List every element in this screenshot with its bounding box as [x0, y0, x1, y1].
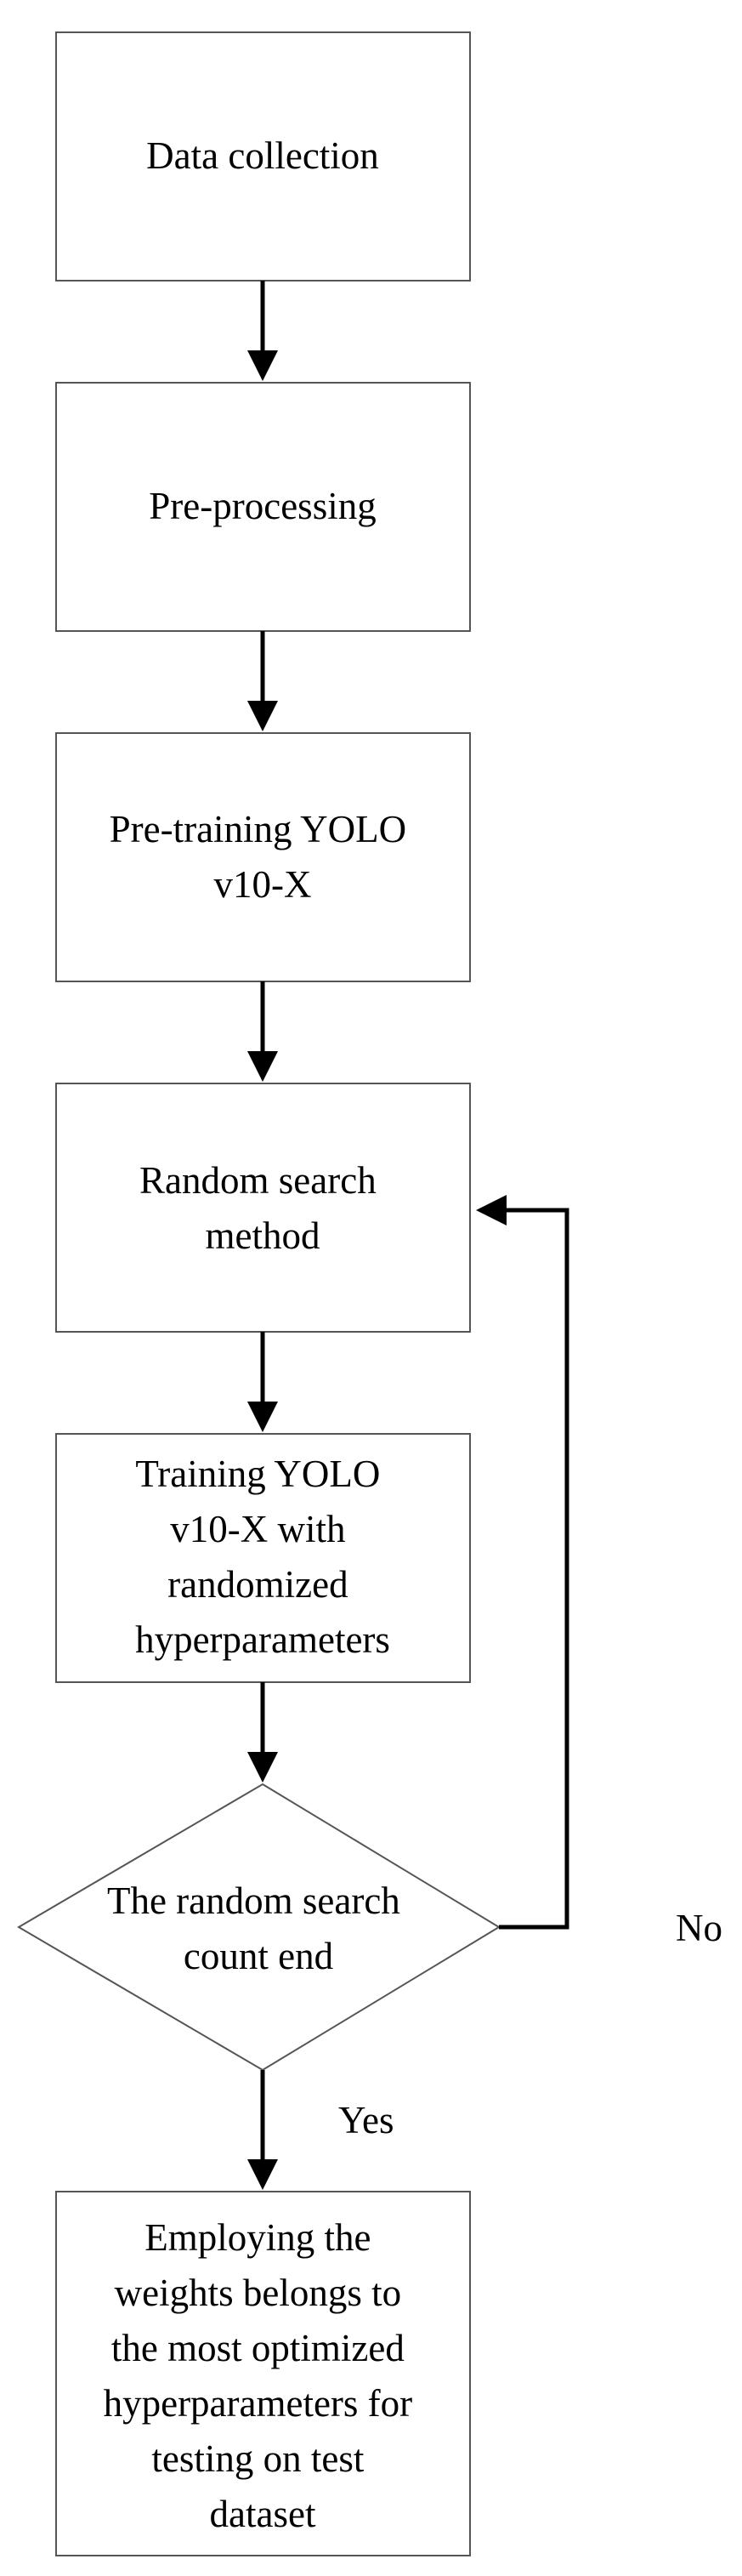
pretraining-line-2: v10-X	[214, 863, 312, 906]
data-collection-label: Data collection	[146, 134, 379, 177]
decision-diamond	[17, 1783, 501, 2072]
pretraining-line-1: Pre-training YOLO	[110, 808, 407, 850]
arrowhead	[247, 2159, 278, 2190]
training-box	[55, 1433, 471, 1683]
random-search-label: Random search method	[139, 1159, 386, 1257]
arrowhead	[247, 701, 278, 731]
data-collection-line: Data collection	[146, 134, 379, 177]
pretraining-label: Pre-training YOLO v10-X	[110, 808, 416, 906]
training-line-3: randomized	[167, 1563, 348, 1606]
edge-line	[499, 1208, 569, 1930]
employing-line-4: hyperparameters for	[104, 2382, 413, 2425]
pretraining-box	[55, 732, 471, 982]
edge-label-yes: Yes	[338, 2099, 394, 2141]
edge-label-no: No	[676, 1907, 722, 1949]
decision-line-2: count end	[184, 1935, 333, 1977]
training-label: Training YOLO v10-X with randomized hype…	[135, 1453, 390, 1661]
arrowhead	[476, 1195, 507, 1225]
training-line-4: hyperparameters	[135, 1618, 390, 1661]
arrowhead	[247, 1402, 278, 1432]
employing-line-5: testing on test	[151, 2437, 364, 2480]
data-collection-box	[55, 31, 471, 281]
random-search-line-2: method	[206, 1214, 320, 1257]
decision-line-1: The random search	[107, 1879, 400, 1922]
edge-preprocessing-to-pretraining	[247, 631, 278, 731]
training-line-1: Training YOLO	[135, 1453, 380, 1495]
edge-training-to-decision	[247, 1682, 278, 1783]
preprocessing-line: Pre-processing	[149, 485, 376, 527]
employing-line-3: the most optimized	[111, 2327, 405, 2369]
preprocessing-box	[55, 382, 471, 632]
decision-label: The random search count end	[107, 1879, 410, 1977]
employing-line-1: Employing the	[144, 2216, 371, 2259]
arrowhead	[247, 1752, 278, 1783]
edge-data-collection-to-preprocessing	[247, 281, 278, 381]
edge-decision-to-random-search	[476, 1195, 569, 1930]
preprocessing-label: Pre-processing	[149, 485, 376, 527]
training-line-2: v10-X with	[170, 1508, 345, 1550]
edge-decision-to-employing	[247, 2070, 278, 2190]
random-search-line-1: Random search	[139, 1159, 377, 1202]
arrowhead	[247, 350, 278, 381]
employing-label: Employing the weights belongs to the mos…	[104, 2216, 422, 2535]
employing-line-6: dataset	[210, 2493, 316, 2535]
employing-line-2: weights belongs to	[115, 2272, 401, 2314]
arrowhead	[247, 1051, 278, 1082]
edge-random-search-to-training	[247, 1332, 278, 1432]
employing-box	[55, 2191, 471, 2556]
edge-pretraining-to-random-search	[247, 981, 278, 1082]
random-search-box	[55, 1083, 471, 1333]
